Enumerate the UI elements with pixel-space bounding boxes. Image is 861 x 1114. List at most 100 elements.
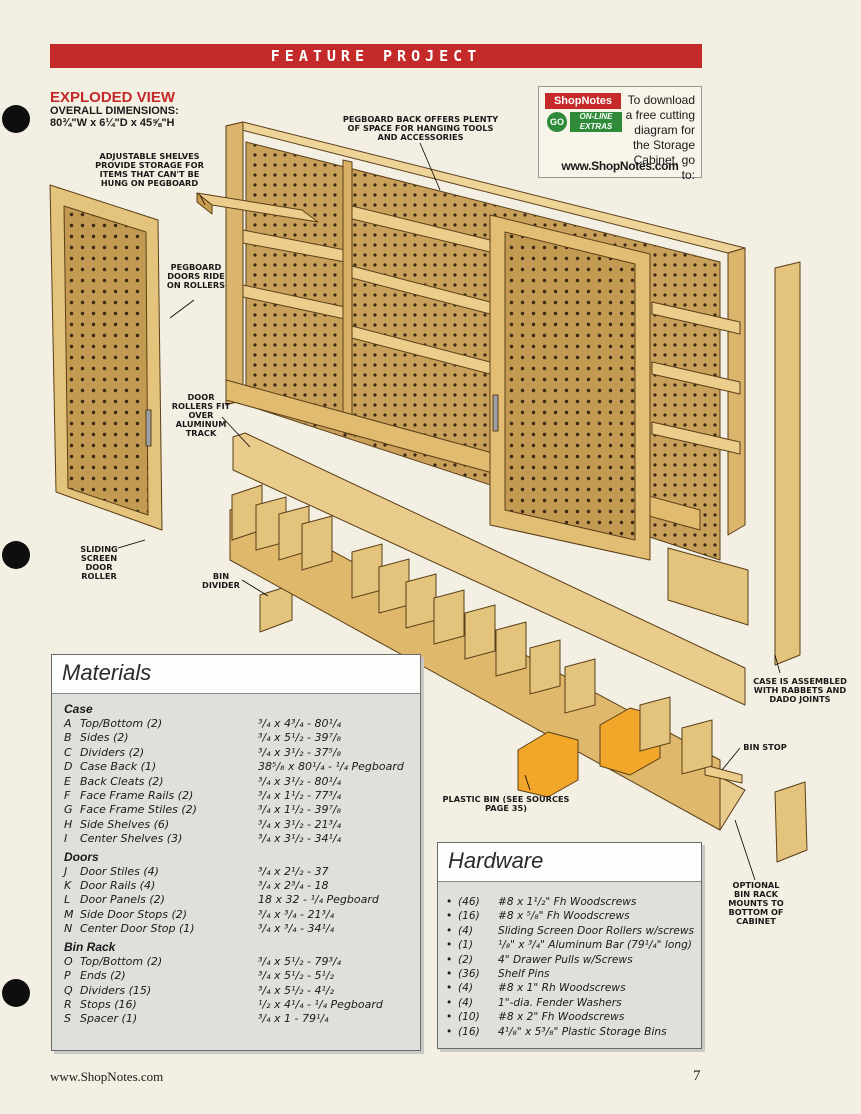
hardware-desc: 4¹/₈" x 5³/₈" Plastic Storage Bins (498, 1025, 667, 1038)
shopnotes-url[interactable]: www.ShopNotes.com (561, 159, 679, 173)
hardware-title: Hardware (448, 848, 544, 873)
go-badge: GO (547, 112, 567, 132)
material-letter: H (64, 817, 73, 831)
materials-section-heading: Case (64, 702, 93, 716)
material-size: ³/₄ x 5¹/₂ - 79³/₄ (258, 954, 342, 968)
leader-line (169, 299, 195, 319)
leader-line (117, 539, 146, 549)
hardware-panel: Hardware •(46)#8 x 1¹/₂" Fh Woodscrews•(… (437, 842, 702, 1049)
hardware-qty: (4) (458, 924, 474, 937)
material-row: D Case Back (1) 38⁵/₈ x 80¹/₄ - ¹/₄ Pegboa… (64, 760, 454, 774)
bin-stop (704, 764, 743, 784)
callout-pegboard-doors: PEGBOARD DOORS RIDE ON ROLLERS (166, 262, 226, 290)
material-letter: F (64, 789, 71, 803)
material-letter: G (64, 803, 73, 817)
material-size: ³/₄ x 3¹/₂ - 21³/₄ (258, 817, 342, 831)
hardware-item: •(16)4¹/₈" x 5³/₈" Plastic Storage Bins (446, 1025, 726, 1039)
hardware-qty: (4) (458, 996, 474, 1009)
footer-url[interactable]: www.ShopNotes.com (50, 1069, 164, 1084)
callout-bin-divider: BIN DIVIDER (202, 571, 240, 590)
material-part: Top/Bottom (2) (80, 954, 163, 968)
material-part: Door Stiles (4) (80, 864, 159, 878)
materials-section-heading: Bin Rack (64, 939, 116, 954)
material-part: Stops (16) (80, 997, 137, 1011)
material-size: ³/₄ x 3¹/₂ - 37⁵/₈ (258, 745, 342, 759)
cabinet-door-panel (504, 231, 636, 541)
hardware-list: •(46)#8 x 1¹/₂" Fh Woodscrews•(16)#8 x ⁵… (446, 895, 726, 1039)
material-row: G Face Frame Stiles (2) ³/₄ x 1¹/₂ - 39⁷/₈ (64, 803, 454, 817)
hardware-desc: Shelf Pins (498, 968, 550, 981)
material-part: Door Rails (4) (80, 879, 156, 893)
material-part: Face Frame Stiles (2) (80, 803, 197, 817)
material-part: Dividers (2) (80, 745, 145, 759)
hardware-desc: ¹/₈" x ³/₄" Aluminum Bar (79¹/₄" long) (498, 939, 692, 952)
material-part: Back Cleats (2) (80, 774, 164, 788)
material-size: ³/₄ x 1¹/₂ - 39⁷/₈ (258, 803, 342, 817)
left-door-panel (63, 205, 149, 516)
binder-hole (2, 541, 30, 569)
material-letter: Q (64, 983, 73, 997)
leader-line (734, 819, 756, 881)
material-letter: M (64, 907, 74, 921)
hardware-qty: (4) (458, 982, 474, 995)
material-size: ³/₄ x ³/₄ - 21³/₄ (258, 907, 335, 921)
case-divider (342, 159, 353, 436)
callout-bin-stop: BIN STOP (743, 742, 787, 752)
materials-section-heading: Doors (64, 849, 99, 864)
bullet-icon: • (446, 896, 453, 908)
bullet-icon: • (446, 996, 453, 1009)
bullet-icon: • (446, 953, 453, 966)
materials-header: Materials (52, 655, 420, 694)
material-part: Center Door Stop (1) (80, 922, 195, 936)
material-size: ³/₄ x 5¹/₂ - 39⁷/₈ (258, 731, 342, 745)
hardware-qty: (16) (458, 1025, 480, 1038)
callout-door-rollers: DOOR ROLLERS FIT OVER ALUMINUM TRACK (171, 392, 231, 438)
callout-pegboard-back: PEGBOARD BACK OFFERS PLENTY OF SPACE FOR… (342, 114, 499, 142)
leader-line (241, 579, 269, 597)
material-row: A Top/Bottom (2) ³/₄ x 4³/₄ - 80¹/₄ (64, 717, 454, 731)
material-letter: P (64, 969, 71, 983)
material-part: Top/Bottom (2) (80, 717, 163, 730)
material-letter: A (64, 717, 72, 730)
overall-dimensions: OVERALL DIMENSIONS: 80¾"W x 6¼"D x 45⅝"H (50, 105, 179, 129)
hardware-item: •(36)Shelf Pins (446, 967, 726, 981)
shelf (651, 421, 741, 455)
material-size: ³/₄ x 4³/₄ - 80¹/₄ (258, 717, 342, 730)
materials-title: Materials (62, 660, 152, 685)
material-size: ¹/₂ x 4¹/₄ - ¹/₄ Pegboard (258, 997, 383, 1011)
material-size: 38⁵/₈ x 80¹/₄ - ¹/₄ Pegboard (258, 760, 404, 774)
case-side-panel (774, 261, 801, 666)
exploded-view-title: EXPLODED VIEW (50, 89, 176, 106)
drawer-pull (492, 394, 499, 432)
hardware-desc: #8 x ⁵/₈" Fh Woodscrews (498, 910, 630, 923)
bin-rack-dividers (231, 484, 713, 775)
material-part: Center Shelves (3) (80, 832, 183, 846)
material-letter: I (64, 832, 68, 846)
material-part: Case Back (1) (80, 760, 157, 774)
callout-optional-bin-rack: OPTIONAL BIN RACK MOUNTS TO BOTTOM OF CA… (728, 880, 784, 926)
material-letter: R (64, 997, 72, 1011)
aluminum-track (232, 432, 746, 706)
material-part: Side Shelves (6) (80, 817, 170, 831)
back-cleat (667, 547, 749, 626)
material-letter: J (64, 864, 68, 878)
hardware-desc: #8 x 1" Rh Woodscrews (498, 982, 626, 995)
optional-spacer (774, 781, 808, 863)
material-row: J Door Stiles (4) ³/₄ x 2¹/₂ - 37 (64, 865, 454, 879)
material-size: ³/₄ x ³/₄ - 34¹/₄ (258, 922, 335, 936)
leader-line (524, 774, 531, 791)
material-size: ³/₄ x 2³/₄ - 18 (258, 879, 329, 893)
bullet-icon: • (446, 968, 453, 981)
material-size: ³/₄ x 2¹/₂ - 37 (258, 864, 329, 878)
material-letter: D (64, 760, 73, 774)
material-part: Spacer (1) (80, 1012, 138, 1026)
